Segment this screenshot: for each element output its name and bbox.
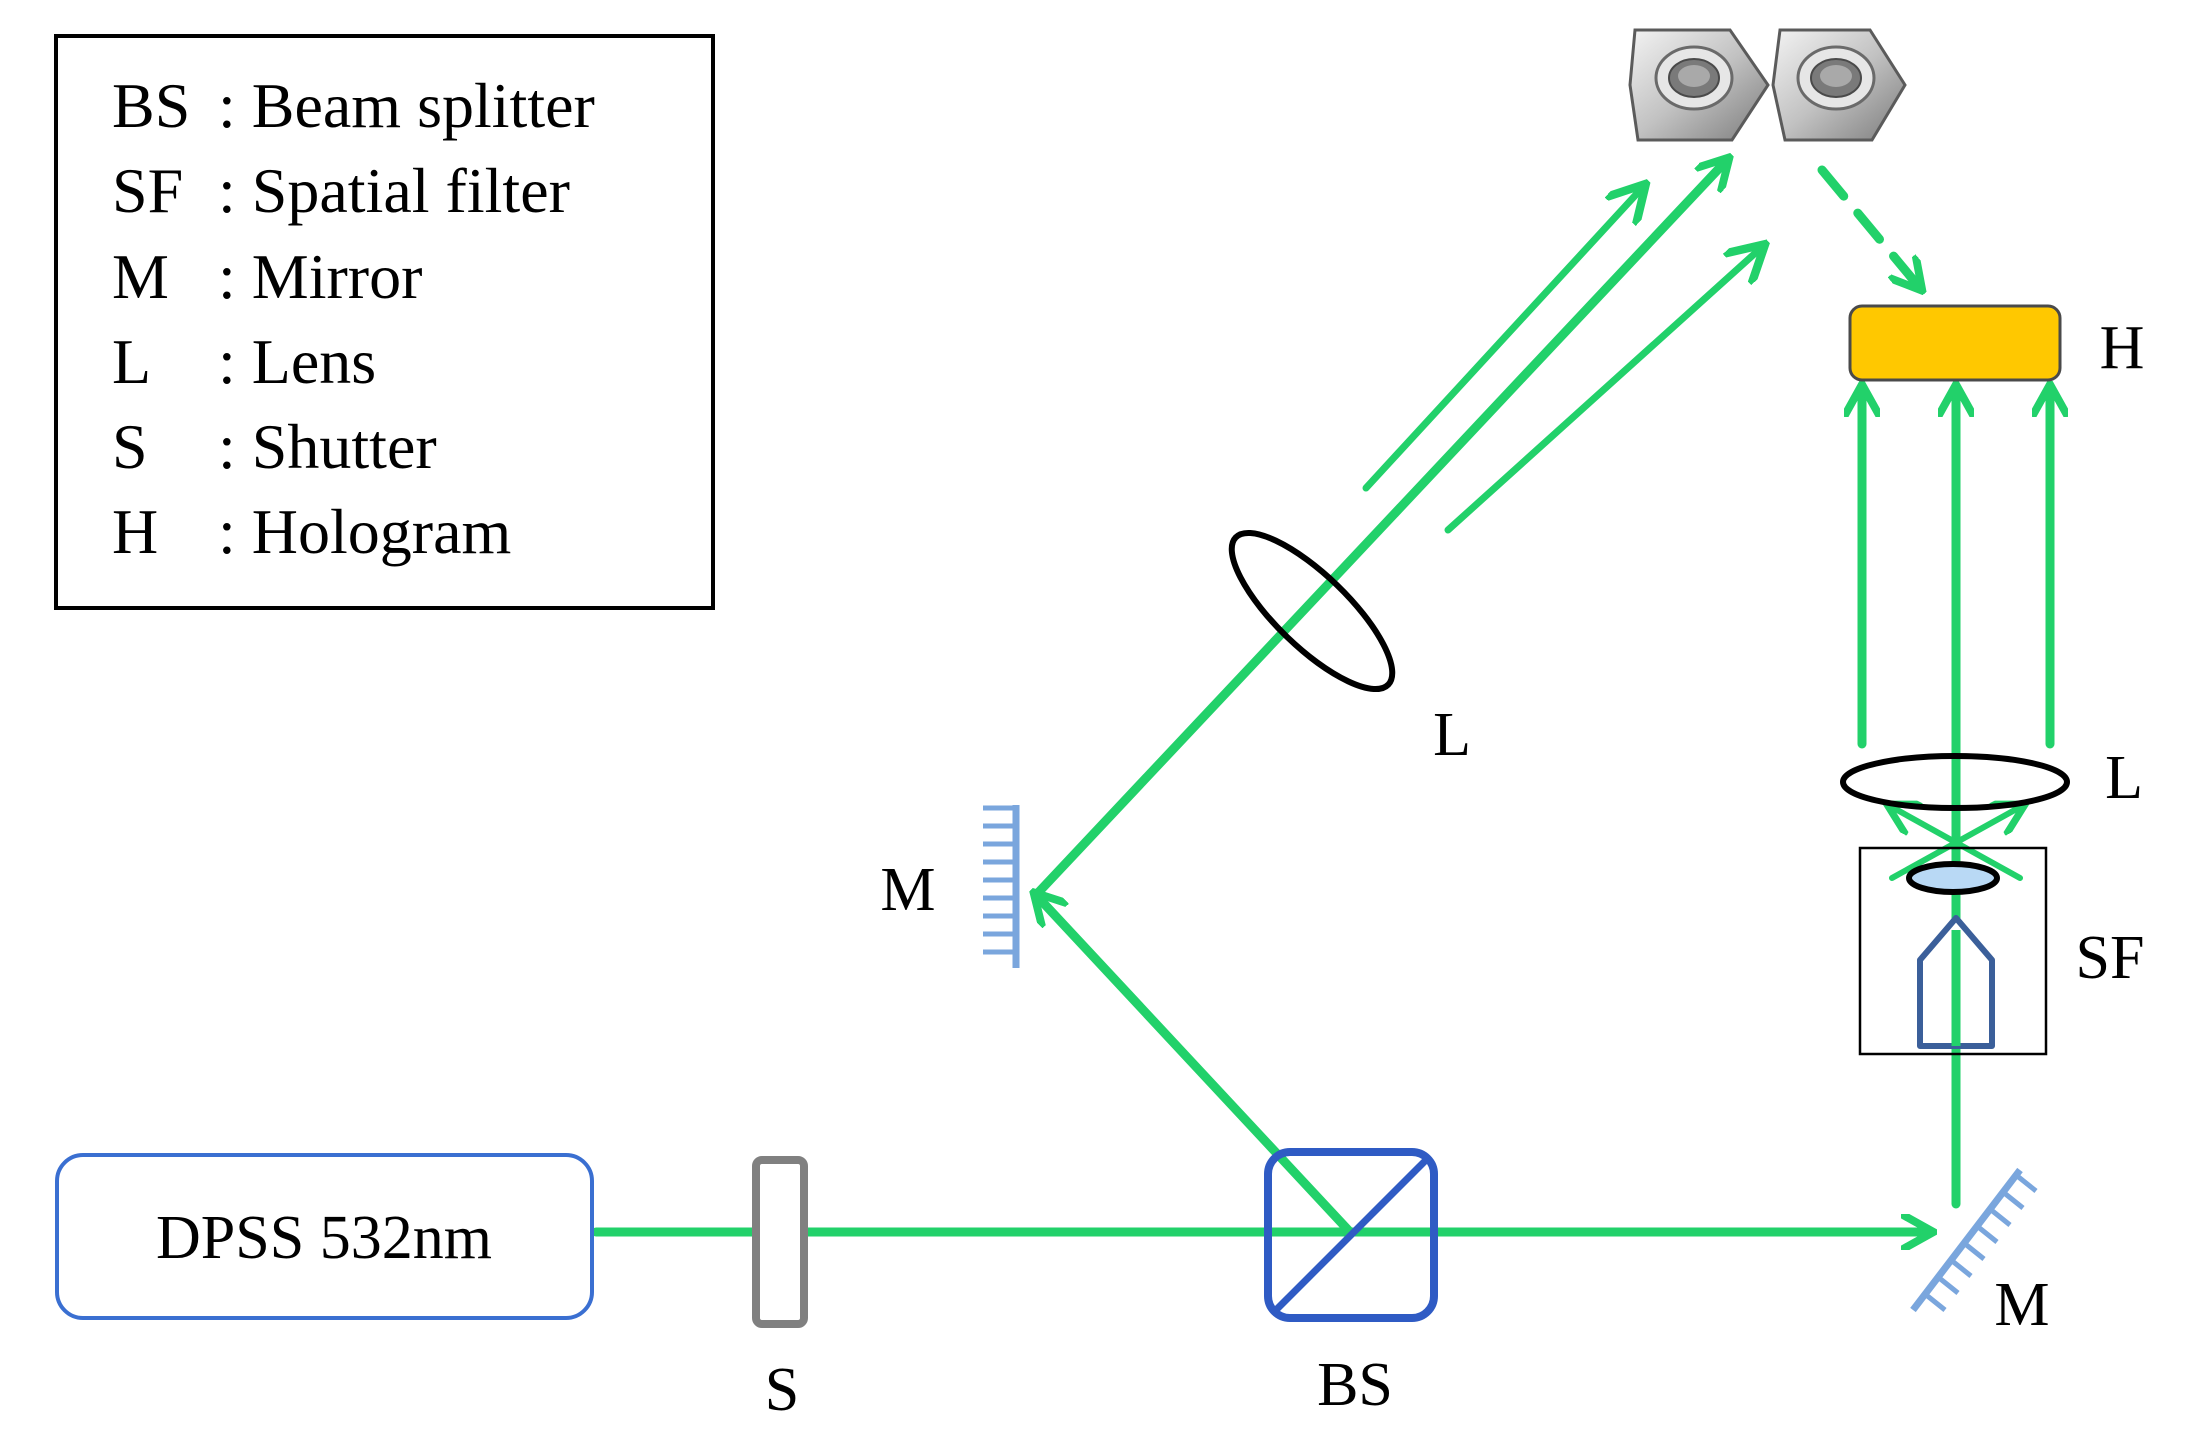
lens-reference: L xyxy=(1840,744,2143,812)
beam-splitter-diagonal xyxy=(1269,1153,1433,1317)
object-ray-upper xyxy=(1362,187,1643,492)
legend-desc-h: : Hologram xyxy=(218,496,511,567)
mirror-left-label: M xyxy=(880,856,935,924)
hologram-label: H xyxy=(2100,314,2145,382)
lens-reference-shape xyxy=(1840,753,2070,811)
legend-abbr-l: L xyxy=(112,326,151,397)
hex-nut-icon xyxy=(1628,28,1770,142)
beam-paths xyxy=(591,160,2050,1237)
hologram-plate xyxy=(1848,304,2062,382)
legend-desc-l: : Lens xyxy=(218,326,376,397)
lens-reference-label: L xyxy=(2105,744,2143,812)
lens-object-shape xyxy=(1228,529,1396,693)
legend: BS : Beam splitter SF : Spatial filter M… xyxy=(54,34,715,610)
mirror-right xyxy=(1910,1167,2038,1313)
object-beam-to-mirror xyxy=(1036,895,1355,1237)
legend-box xyxy=(54,34,715,610)
legend-desc-bs: : Beam splitter xyxy=(218,70,595,141)
legend-abbr-bs: BS xyxy=(112,70,190,141)
beam-splitter-label: BS xyxy=(1317,1351,1393,1419)
laser-label: DPSS 532nm xyxy=(156,1204,492,1272)
shutter: S xyxy=(752,1156,808,1424)
object-beam-to-object xyxy=(1031,160,1727,900)
laser-source: DPSS 532nm xyxy=(55,1153,594,1320)
spatial-filter-lens xyxy=(1906,861,2000,895)
legend-abbr-m: M xyxy=(112,241,169,312)
spatial-filter-box xyxy=(1858,846,2048,1056)
hologram: H xyxy=(1848,304,2145,382)
diverging-ray-right xyxy=(1889,806,2022,881)
legend-rows: BS : Beam splitter SF : Spatial filter M… xyxy=(112,70,595,567)
beam-splitter: BS xyxy=(1264,1148,1438,1419)
laser-box xyxy=(55,1153,594,1320)
legend-desc-m: : Mirror xyxy=(218,241,422,312)
spatial-filter-label: SF xyxy=(2076,924,2145,992)
legend-abbr-sf: SF xyxy=(112,155,183,226)
legend-desc-s: : Shutter xyxy=(218,411,437,482)
mirror-right-label: M xyxy=(1994,1271,2049,1339)
mirror-left xyxy=(983,805,1020,968)
shutter-label: S xyxy=(765,1356,799,1424)
legend-desc-sf: : Spatial filter xyxy=(218,155,570,226)
hex-nut-icon xyxy=(1771,28,1907,142)
object-hex-nuts xyxy=(1628,28,1907,142)
object-wave-dashed xyxy=(1817,165,1920,288)
lens-object-label: L xyxy=(1433,701,1471,769)
beam-splitter-cube xyxy=(1264,1148,1438,1322)
legend-abbr-h: H xyxy=(112,496,158,567)
object-ray-lower xyxy=(1444,247,1762,534)
shutter-body xyxy=(752,1156,808,1328)
spatial-filter: SF xyxy=(1858,846,2145,1056)
lens-object: L xyxy=(1228,529,1471,769)
legend-abbr-s: S xyxy=(112,411,148,482)
